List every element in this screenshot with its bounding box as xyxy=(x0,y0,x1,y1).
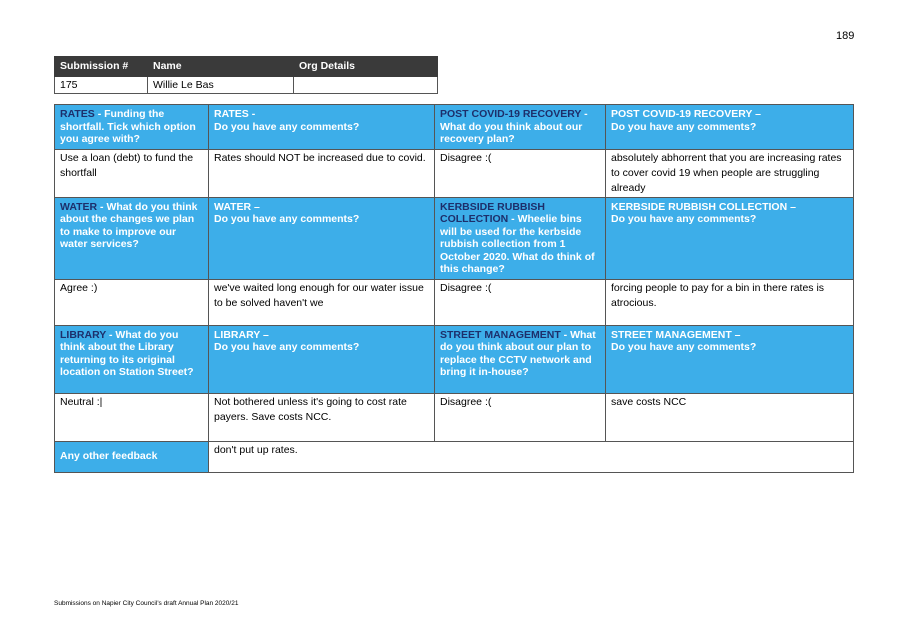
rates-question-title: RATES xyxy=(60,108,95,120)
rates-question: RATES - Funding the shortfall. Tick whic… xyxy=(54,104,209,150)
covid-comments-text: Do you have any comments? xyxy=(611,120,757,133)
library-comments-title: LIBRARY – xyxy=(214,328,269,341)
rates-comment: Rates should NOT be increased due to cov… xyxy=(208,148,435,198)
feedback-table: RATES - Funding the shortfall. Tick whic… xyxy=(54,104,854,473)
library-comments-question: LIBRARY –Do you have any comments? xyxy=(208,324,435,394)
other-feedback-label: Any other feedback xyxy=(54,440,209,473)
rates-comments-title: RATES - xyxy=(214,108,256,120)
rates-comments-question: RATES -Do you have any comments? xyxy=(208,104,435,150)
library-question-title: LIBRARY xyxy=(60,328,107,341)
library-answer: Neutral :| xyxy=(54,392,209,442)
page-footer: Submissions on Napier City Council's dra… xyxy=(54,600,239,607)
kerbside-question: KERBSIDE RUBBISH COLLECTION - Wheelie bi… xyxy=(434,196,606,280)
kerbside-answer: Disagree :( xyxy=(434,278,606,326)
covid-question-title: POST COVID-19 RECOVERY xyxy=(440,108,582,120)
water-question: WATER - What do you think about the chan… xyxy=(54,196,209,280)
page-number: 189 xyxy=(836,30,855,42)
other-feedback-comment: don't put up rates. xyxy=(208,440,854,473)
kerbside-comments-question: KERBSIDE RUBBISH COLLECTION –Do you have… xyxy=(605,196,854,280)
submission-header-row: Submission # Name Org Details xyxy=(54,56,438,77)
water-comments-title: WATER – xyxy=(214,200,260,213)
question-row-3: LIBRARY - What do you think about the Li… xyxy=(54,324,854,394)
water-question-title: WATER xyxy=(60,200,98,213)
other-feedback-row: Any other feedback don't put up rates. xyxy=(54,440,854,473)
answer-row-2: Agree :) we've waited long enough for ou… xyxy=(54,278,854,326)
rates-answer: Use a loan (debt) to fund the shortfall xyxy=(54,148,209,198)
submitter-name: Willie Le Bas xyxy=(147,76,294,94)
water-comments-text: Do you have any comments? xyxy=(214,213,360,225)
street-question-text: - What do you think about our plan to re… xyxy=(440,328,596,379)
street-question: STREET MANAGEMENT - What do you think ab… xyxy=(434,324,606,394)
water-question-text: - What do you think about the changes we… xyxy=(60,200,198,251)
question-row-2: WATER - What do you think about the chan… xyxy=(54,196,854,280)
street-comment: save costs NCC xyxy=(605,392,854,442)
submission-table: Submission # Name Org Details 175 Willie… xyxy=(54,56,438,94)
library-comments-text: Do you have any comments? xyxy=(214,341,360,353)
answer-row-3: Neutral :| Not bothered unless it's goin… xyxy=(54,392,854,442)
rates-comments-text: Do you have any comments? xyxy=(214,120,360,133)
submission-value-row: 175 Willie Le Bas xyxy=(54,76,438,94)
covid-answer: Disagree :( xyxy=(434,148,606,198)
street-comments-text: Do you have any comments? xyxy=(611,341,757,353)
street-comments-question: STREET MANAGEMENT –Do you have any comme… xyxy=(605,324,854,394)
kerbside-comment: forcing people to pay for a bin in there… xyxy=(605,278,854,326)
answer-row-1: Use a loan (debt) to fund the shortfall … xyxy=(54,148,854,198)
street-question-title: STREET MANAGEMENT xyxy=(440,328,561,341)
library-comment: Not bothered unless it's going to cost r… xyxy=(208,392,435,442)
water-comments-question: WATER –Do you have any comments? xyxy=(208,196,435,280)
street-comments-title: STREET MANAGEMENT – xyxy=(611,328,741,341)
rates-question-text: - Funding the shortfall. Tick which opti… xyxy=(60,108,196,145)
library-question-text: - What do you think about the Library re… xyxy=(60,328,194,379)
submission-number-header: Submission # xyxy=(54,56,148,77)
water-answer: Agree :) xyxy=(54,278,209,326)
kerbside-question-title: KERBSIDE RUBBISH COLLECTION xyxy=(440,200,546,226)
covid-comments-title: POST COVID-19 RECOVERY – xyxy=(611,108,761,120)
kerbside-question-text: - Wheelie bins will be used for the kerb… xyxy=(440,213,595,275)
covid-comments-question: POST COVID-19 RECOVERY –Do you have any … xyxy=(605,104,854,150)
question-row-1: RATES - Funding the shortfall. Tick whic… xyxy=(54,104,854,150)
org-details xyxy=(293,76,438,94)
submission-number: 175 xyxy=(54,76,148,94)
name-header: Name xyxy=(147,56,294,77)
kerbside-comments-title: KERBSIDE RUBBISH COLLECTION – xyxy=(611,200,796,213)
org-details-header: Org Details xyxy=(293,56,438,77)
street-answer: Disagree :( xyxy=(434,392,606,442)
covid-comment: absolutely abhorrent that you are increa… xyxy=(605,148,854,198)
covid-question: POST COVID-19 RECOVERY - What do you thi… xyxy=(434,104,606,150)
water-comment: we've waited long enough for our water i… xyxy=(208,278,435,326)
covid-question-text: - What do you think about our recovery p… xyxy=(440,108,588,145)
kerbside-comments-text: Do you have any comments? xyxy=(611,213,757,225)
library-question: LIBRARY - What do you think about the Li… xyxy=(54,324,209,394)
